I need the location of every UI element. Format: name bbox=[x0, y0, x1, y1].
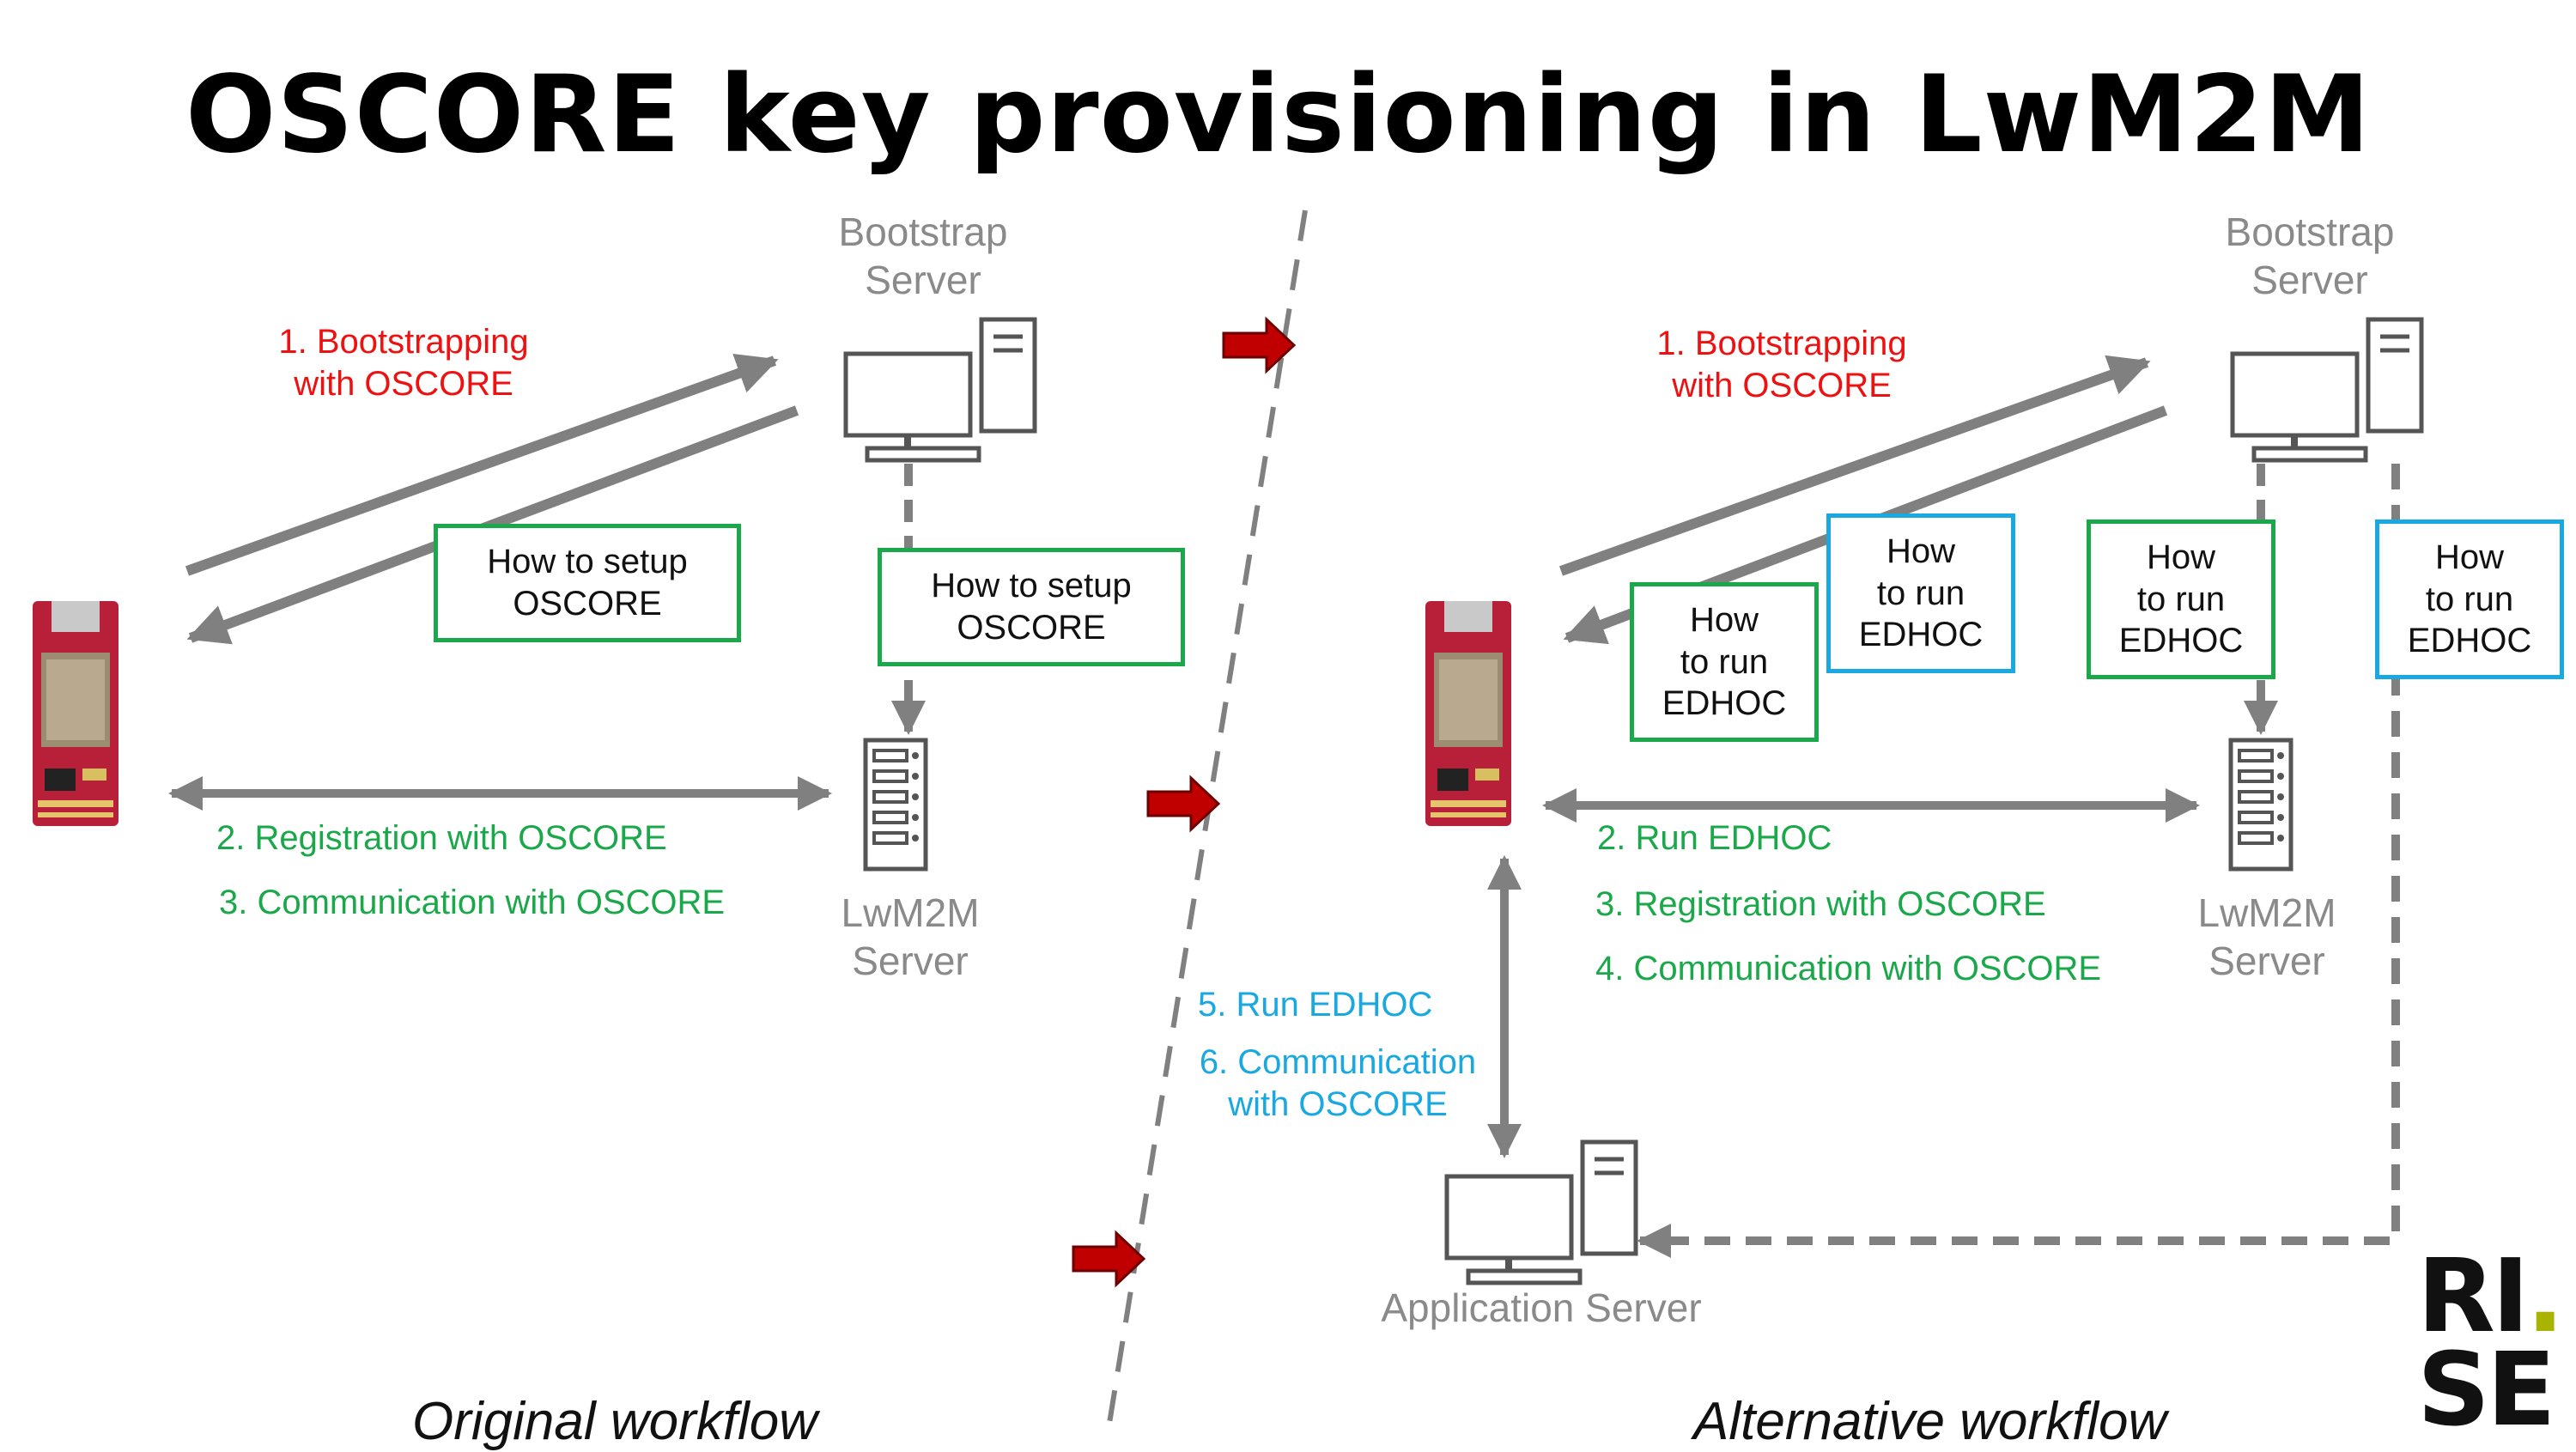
lwm2m-server-rack-icon bbox=[866, 740, 926, 869]
logo-dot: . bbox=[2525, 1236, 2565, 1355]
iot-device-board-icon bbox=[33, 601, 118, 826]
transition-arrow-1 bbox=[1222, 318, 1296, 373]
alt-step-1-bootstrapping-label: 1. Bootstrapping with OSCORE bbox=[1656, 325, 1907, 404]
bootstrap-request-arrow bbox=[185, 353, 779, 576]
alt-step-5-run-edhoc-label: 5. Run EDHOC bbox=[1198, 986, 1433, 1024]
application-server-computer-icon bbox=[1447, 1142, 1636, 1283]
alt-step-6-communication-label: 6. Communication with OSCORE bbox=[1199, 1043, 1477, 1123]
alt-step-4-communication-label: 4. Communication with OSCORE bbox=[1595, 950, 2102, 987]
how-to-run-edhoc-green-box-1: How to run EDHOC bbox=[1630, 582, 1819, 742]
how-to-setup-oscore-box-1: How to setup OSCORE bbox=[434, 524, 741, 642]
alt-bootstrap-server-label: Bootstrap Server bbox=[2225, 210, 2395, 303]
bootstrap-server-computer-icon bbox=[846, 319, 1035, 460]
alt-bootstrap-server-computer-icon bbox=[2233, 319, 2421, 460]
step-1-bootstrapping-label: 1. Bootstrapping with OSCORE bbox=[278, 323, 529, 403]
how-to-run-edhoc-blue-box-2: How to run EDHOC bbox=[2375, 519, 2564, 679]
alternative-workflow-caption: Alternative workflow bbox=[1693, 1392, 2167, 1451]
lwm2m-server-label: LwM2M Server bbox=[841, 890, 980, 984]
rise-logo: RI. SE bbox=[2417, 1236, 2565, 1449]
alt-lwm2m-server-label: LwM2M Server bbox=[2197, 890, 2336, 984]
original-workflow-caption: Original workflow bbox=[412, 1392, 818, 1451]
workflow-divider bbox=[1105, 210, 1308, 1435]
alt-lwm2m-server-rack-icon bbox=[2231, 740, 2291, 869]
how-to-run-edhoc-green-box-2: How to run EDHOC bbox=[2087, 519, 2275, 679]
how-to-setup-oscore-box-2: How to setup OSCORE bbox=[878, 548, 1185, 666]
step-2-registration-label: 2. Registration with OSCORE bbox=[216, 819, 667, 857]
bootstrap-server-label: Bootstrap Server bbox=[838, 210, 1008, 303]
alt-bootstrap-request-arrow bbox=[1558, 355, 2151, 576]
bootstrap-to-app-server-dashed-arrow bbox=[1637, 464, 2400, 1258]
how-to-run-edhoc-blue-box-1: How to run EDHOC bbox=[1826, 513, 2015, 673]
alt-step-3-registration-label: 3. Registration with OSCORE bbox=[1595, 885, 2046, 923]
alt-iot-device-board-icon bbox=[1425, 601, 1511, 826]
application-server-label: Application Server bbox=[1381, 1285, 1702, 1330]
slide-title: OSCORE key provisioning in LwM2M bbox=[185, 53, 2372, 177]
alt-step-2-run-edhoc-label: 2. Run EDHOC bbox=[1597, 819, 1832, 857]
step-3-communication-label: 3. Communication with OSCORE bbox=[219, 884, 726, 921]
transition-arrow-3 bbox=[1072, 1231, 1145, 1286]
